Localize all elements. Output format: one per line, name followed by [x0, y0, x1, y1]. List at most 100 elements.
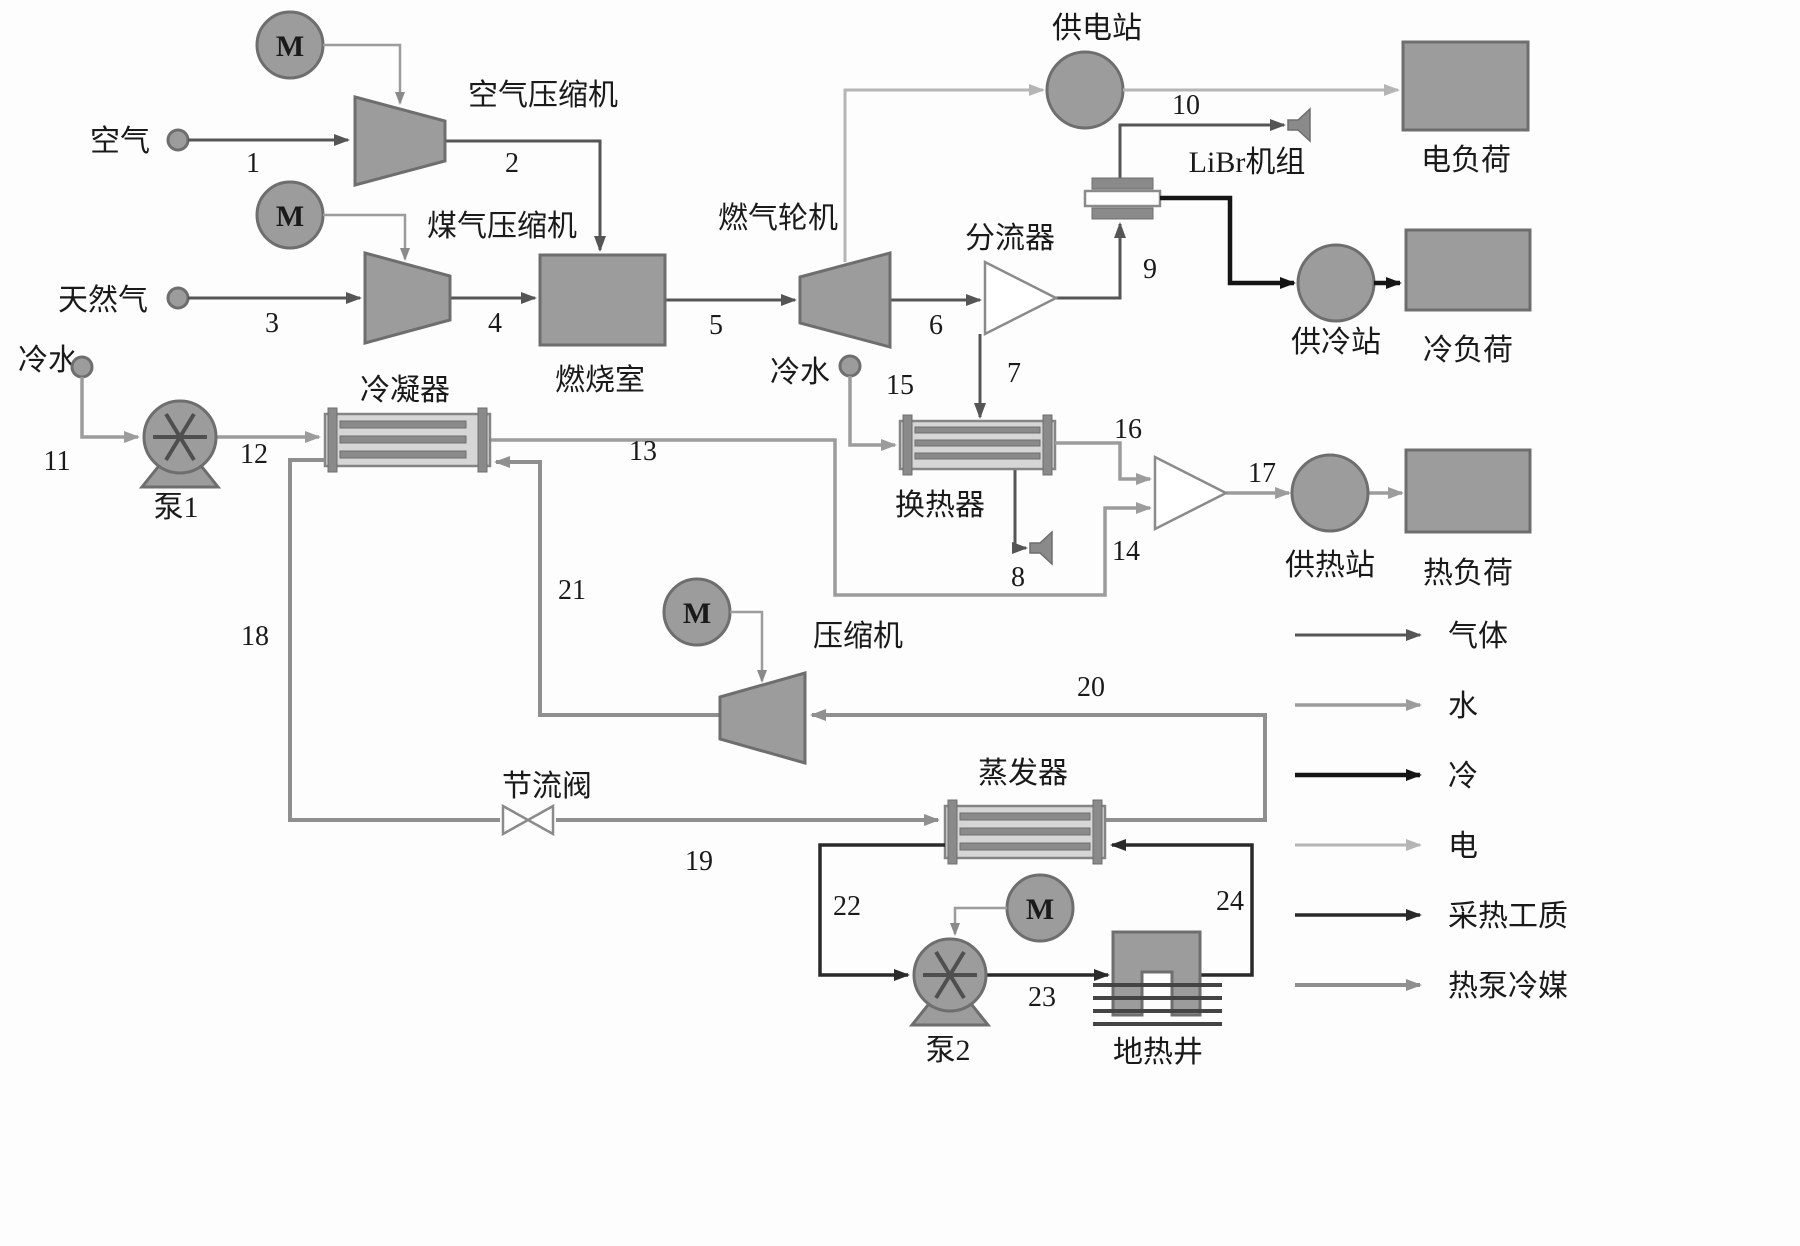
air-source-icon — [166, 128, 190, 152]
stream-4-label: 4 — [488, 308, 502, 339]
air-compressor-label: 空气压缩机 — [468, 79, 618, 112]
stream-9-line — [1056, 222, 1126, 300]
libr-unit: LiBr机组 — [1083, 146, 1305, 220]
legend-electric-label: 电 — [1448, 830, 1478, 863]
electric-branch: 供电站 电负荷 — [843, 12, 1530, 262]
heat-exchanger-label: 换热器 — [895, 489, 985, 522]
legend: 气体 水 冷 电 采热工质 热泵冷媒 — [1295, 620, 1568, 1003]
stream-17-label: 17 — [1248, 458, 1276, 489]
cold-water-source-icon — [838, 354, 862, 378]
cold-water-label: 冷水 — [770, 356, 830, 389]
evaporator-plate — [947, 799, 958, 865]
stream-10-label: 10 — [1172, 90, 1200, 121]
pump1: 泵1 — [138, 399, 222, 524]
stream-14-label: 14 — [1112, 536, 1140, 567]
air-compressor: 空气压缩机 — [353, 79, 618, 187]
stream-21-label: 21 — [558, 575, 586, 606]
legend-refrigerant-label: 热泵冷媒 — [1448, 970, 1568, 1003]
pump2: 泵2 — [908, 937, 992, 1067]
electric-load-label: 电负荷 — [1421, 144, 1511, 177]
legend-cold-label: 冷 — [1448, 760, 1478, 793]
air-source: 空气 — [90, 125, 190, 158]
cooling-station-label: 供冷站 — [1291, 326, 1381, 359]
stream-13-label: 13 — [629, 436, 657, 467]
stream-11-line — [80, 377, 140, 443]
refrigerant-lines — [288, 456, 1267, 826]
pump2-label: 泵2 — [926, 1034, 971, 1067]
natural-gas-source-icon — [166, 286, 190, 310]
stream-2-label: 2 — [505, 148, 519, 179]
hp-compressor: 压缩机 — [718, 620, 903, 765]
flue-gas-heat-exchanger: 换热器 — [895, 414, 1057, 522]
throttle-valve-shape — [525, 803, 555, 837]
motor-link-line — [323, 213, 410, 261]
evaporator: 蒸发器 — [943, 757, 1107, 865]
legend-heat-fluid-label: 采热工质 — [1448, 900, 1568, 933]
libr-exhaust-line — [1118, 119, 1286, 178]
stream-15-line — [848, 376, 897, 451]
stream-3-label: 3 — [265, 308, 279, 339]
legend-water-label: 水 — [1448, 690, 1478, 723]
motor-label: M — [1026, 893, 1054, 926]
stream-12-label: 12 — [240, 439, 268, 470]
combustion-chamber: 燃烧室 — [538, 253, 667, 397]
stream-24-label: 24 — [1216, 886, 1244, 917]
cold-water-source-icon — [70, 355, 94, 379]
exhaust-vent-icon — [1287, 107, 1311, 143]
water-lines — [80, 376, 1404, 597]
stream-13-14-line — [490, 438, 1152, 597]
flow-mixer-shape — [1153, 454, 1229, 532]
hp-compressor-label: 压缩机 — [813, 620, 903, 653]
cold-water-label: 冷水 — [18, 344, 78, 377]
motor-link-line — [730, 610, 767, 683]
motor-label: M — [276, 200, 304, 233]
geothermal-well-label: 地热井 — [1113, 1036, 1203, 1069]
stream-8-line — [1012, 467, 1028, 554]
cold-water-source-left: 冷水 — [18, 344, 94, 379]
gas-compressor: 煤气压缩机 — [363, 210, 577, 345]
flow-splitter-label: 分流器 — [965, 222, 1055, 255]
libr-middle-band — [1083, 189, 1162, 208]
condenser-tube — [339, 420, 467, 429]
evaporator-plate — [1092, 799, 1103, 865]
stream-20-line — [810, 709, 1267, 822]
heat-load-label: 热负荷 — [1423, 557, 1513, 590]
motor-link-line — [323, 43, 405, 105]
electric-load-shape — [1401, 40, 1530, 132]
stream-1-label: 1 — [246, 148, 260, 179]
stream-2-line — [445, 139, 606, 252]
cooling-branch: 供冷站 冷负荷 — [1160, 195, 1532, 367]
stream-15-label: 15 — [886, 370, 914, 401]
geothermal-well: 地热井 — [1093, 930, 1222, 1069]
motor-gas-compressor: M — [255, 180, 410, 261]
throttle-valve-shape — [501, 803, 531, 837]
throttle-valve: 节流阀 — [501, 770, 592, 837]
evaporator-label: 蒸发器 — [978, 757, 1068, 790]
hp-compressor-shape — [718, 671, 807, 765]
cold-water-source-mid: 冷水 — [770, 354, 862, 389]
heat-exchanger-tube — [914, 426, 1041, 434]
pump1-label: 泵1 — [154, 491, 199, 524]
stream-8-label: 8 — [1011, 562, 1025, 593]
cooling-load-shape — [1404, 228, 1532, 312]
condenser: 冷凝器 — [323, 374, 492, 473]
evaporator-tube — [959, 842, 1091, 851]
flow-splitter-shape — [983, 259, 1059, 337]
libr-bottom-plate — [1091, 207, 1154, 220]
stream-22-label: 22 — [833, 891, 861, 922]
stream-7-label: 7 — [1007, 358, 1021, 389]
exhaust-vent-icon — [1029, 530, 1053, 566]
gas-compressor-shape — [363, 251, 452, 345]
turbine-to-power-station-line — [843, 84, 1045, 262]
libr-to-cooling-station-line — [1160, 195, 1296, 289]
stream-23-label: 23 — [1028, 982, 1056, 1013]
legend-gas-label: 气体 — [1448, 620, 1508, 653]
combustion-chamber-shape — [538, 253, 667, 347]
natural-gas-label: 天然气 — [58, 284, 148, 317]
stream-18-label: 18 — [241, 621, 269, 652]
evaporator-tube — [959, 812, 1091, 821]
power-station-label: 供电站 — [1052, 12, 1142, 45]
heating-station-label: 供热站 — [1285, 549, 1375, 582]
stream-24-line — [1110, 839, 1254, 977]
